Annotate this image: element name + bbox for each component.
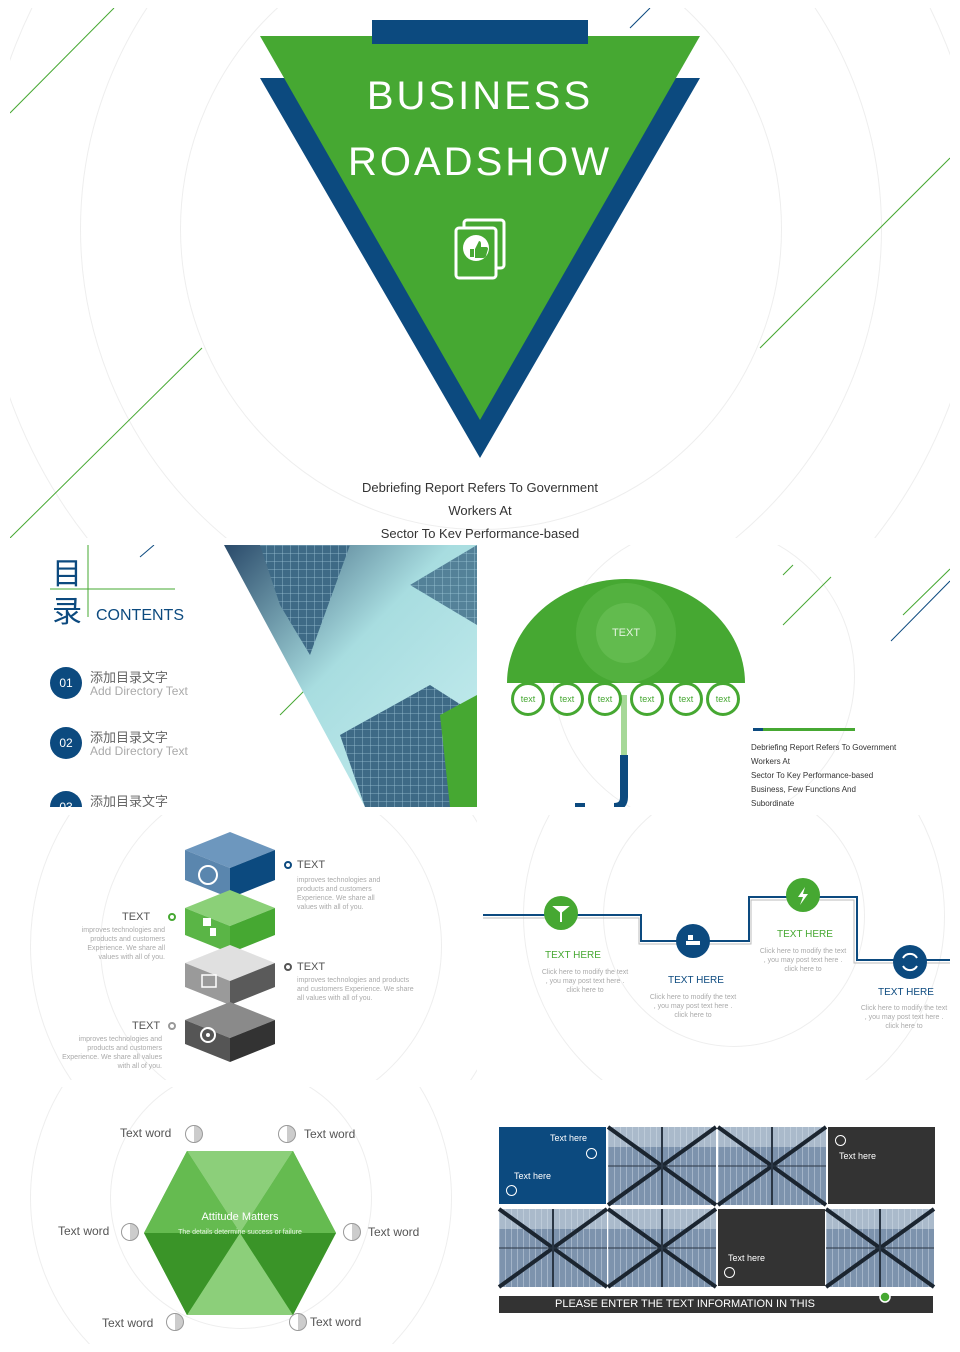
cube-text-body: improves technologies and products and c…	[81, 927, 165, 961]
item-number: 03	[59, 800, 73, 807]
umbrella-node[interactable]: text	[550, 682, 584, 716]
item-number: 01	[59, 676, 73, 690]
hexagon-label: Text word	[58, 1224, 110, 1238]
umbrella-top-label: TEXT	[611, 627, 641, 639]
contents-title-en: CONTENTS	[96, 607, 184, 624]
umbrella-node-label: text	[520, 694, 536, 704]
cube-text-body: improves technologies and products and c…	[62, 1036, 162, 1070]
item-en: Add Directory Text	[90, 744, 188, 758]
item-cn: 添加目录文字	[90, 670, 169, 685]
umbrella-node[interactable]: text	[588, 682, 622, 716]
bg-circle	[30, 815, 477, 1080]
umbrella-desc-line1: Debriefing Report Refers To Government	[751, 743, 897, 752]
cube-text-body: improves technologies and products and c…	[297, 977, 414, 1002]
item-cn: 添加目录文字	[90, 794, 169, 807]
contents-item[interactable]: 01 添加目录文字 Add Directory Text	[50, 667, 230, 703]
hexagon-title: Attitude Matters	[201, 1211, 279, 1223]
tile-label: Text here	[550, 1133, 588, 1143]
cubes-slide: TEXT improves technologies and products …	[10, 815, 477, 1080]
timeline-step-body: Click here to modify the text , you may …	[759, 948, 847, 973]
contents-decoration	[50, 545, 477, 807]
timeline-step-title: TEXT HERE	[777, 929, 833, 940]
timeline-step-title: TEXT HERE	[668, 975, 724, 986]
umbrella-graphic	[507, 564, 950, 807]
item-number-badge: 01	[50, 667, 82, 699]
umbrella-node-label: text	[715, 694, 731, 704]
tile-label: Text here	[839, 1151, 877, 1161]
umbrella-desc-line5: Subordinate	[751, 799, 795, 807]
umbrella-desc-line4: Business, Few Functions And	[751, 785, 856, 794]
circle-icon[interactable]	[586, 1148, 597, 1159]
checkmark-icon	[289, 1313, 307, 1331]
timeline-step-body: Click here to modify the text , you may …	[649, 994, 737, 1019]
cover-title-line2: ROADSHOW	[348, 140, 612, 184]
umbrella-slide: TEXT text text text text text text Debri…	[483, 545, 950, 807]
timeline-path	[483, 878, 950, 979]
item-number: 02	[59, 736, 73, 750]
umbrella-node[interactable]: text	[706, 682, 740, 716]
timeline-step-title: TEXT HERE	[878, 987, 934, 998]
contents-title-cn-2: 录	[52, 596, 82, 629]
timeline-step-body: Click here to modify the text , you may …	[860, 1005, 948, 1030]
umbrella-desc-line3: Sector To Key Performance-based	[751, 771, 874, 780]
cube-text-title: TEXT	[132, 1020, 161, 1032]
thumbs-up-icon	[454, 218, 506, 280]
checkmark-icon	[343, 1223, 361, 1241]
cube-stack	[168, 832, 292, 1062]
umbrella-node-label: text	[678, 694, 694, 704]
umbrella-node[interactable]: text	[511, 682, 545, 716]
tile-label: Text here	[728, 1253, 766, 1263]
cube-text-title: TEXT	[122, 911, 151, 923]
hexagon-subtitle: The details determine success or failure	[178, 1229, 302, 1236]
cover-slide: BUSINESS ROADSHOW Debriefing Report Refe…	[10, 8, 950, 538]
hexagon-graphic	[144, 1151, 336, 1315]
cover-subtitle-line3: Sector To Key Performance-based	[380, 526, 580, 538]
circle-icon[interactable]	[724, 1267, 735, 1278]
contents-item[interactable]: 02 添加目录文字 Add Directory Text	[50, 727, 230, 763]
contents-slide: 目 录 CONTENTS 01 添加目录文字 Add Directory Tex…	[10, 545, 477, 807]
hexagon-label: Text word	[310, 1315, 362, 1329]
item-en: Add Directory Text	[90, 684, 188, 698]
hexagon-label: Text word	[102, 1316, 154, 1330]
hexagon-label: Text word	[304, 1127, 356, 1141]
cube-text-body: improves technologies and products and c…	[297, 877, 381, 911]
checkmark-icon	[185, 1125, 203, 1143]
timeline-step-title: TEXT HERE	[545, 950, 601, 961]
umbrella-node[interactable]: text	[630, 682, 664, 716]
umbrella-node[interactable]: text	[669, 682, 703, 716]
item-cn: 添加目录文字	[90, 730, 169, 745]
hexagon-slide: Attitude Matters The details determine s…	[10, 1087, 477, 1344]
checkmark-icon	[121, 1223, 139, 1241]
circle-icon[interactable]	[506, 1185, 517, 1196]
hexagon-label: Text word	[120, 1126, 172, 1140]
checkmark-icon	[166, 1313, 184, 1331]
gallery-banner: PLEASE ENTER THE TEXT INFORMATION IN THI…	[555, 1298, 815, 1310]
cover-subtitle-line1: Debriefing Report Refers To Government	[361, 480, 599, 495]
gallery-slide: Text here Text here Text here Text here …	[483, 1087, 950, 1344]
item-number-badge: 03	[50, 791, 82, 807]
checkmark-icon	[278, 1125, 296, 1143]
tile-label: Text here	[514, 1171, 552, 1181]
umbrella-node-label: text	[639, 694, 655, 704]
umbrella-node-label: text	[597, 694, 613, 704]
cube-text-title: TEXT	[297, 961, 326, 973]
timeline-step-body: Click here to modify the text , you may …	[541, 969, 629, 994]
cover-title-line1: BUSINESS	[366, 74, 594, 118]
timeline-slide: TEXT HERE Click here to modify the text …	[483, 815, 950, 1080]
contents-title-cn-1: 目	[52, 558, 82, 591]
umbrella-desc-line2: Workers At	[751, 757, 790, 766]
item-number-badge: 02	[50, 727, 82, 759]
cube-text-title: TEXT	[297, 859, 326, 871]
cover-subtitle-line2: Workers At	[448, 503, 512, 518]
contents-item[interactable]: 03 添加目录文字	[50, 789, 230, 807]
circle-icon[interactable]	[835, 1135, 846, 1146]
umbrella-node-label: text	[559, 694, 575, 704]
hexagon-label: Text word	[368, 1225, 420, 1239]
